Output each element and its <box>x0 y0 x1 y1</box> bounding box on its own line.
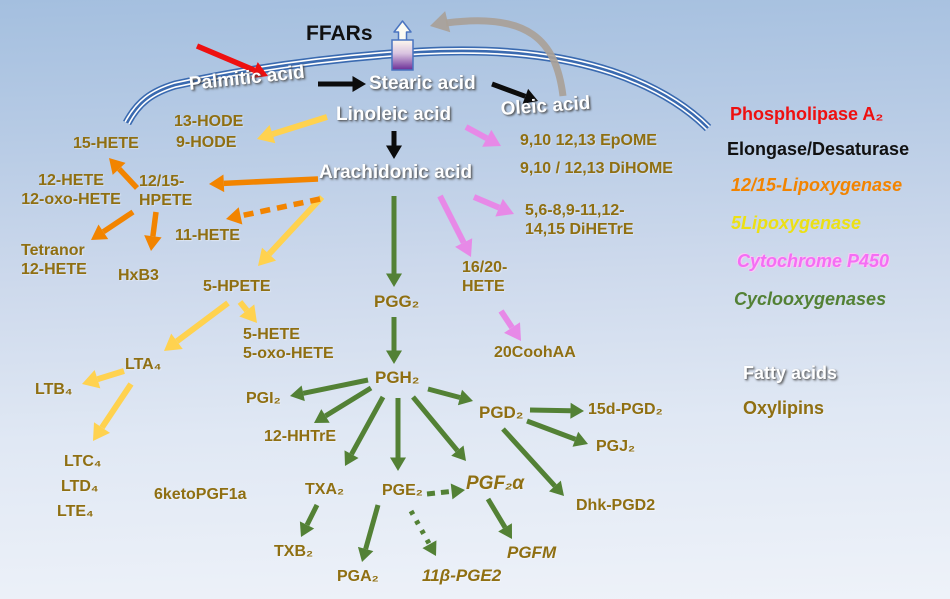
oleic-recycle-arrow <box>430 11 567 97</box>
green-arrow-21 <box>290 377 369 402</box>
yellow-arrow-7 <box>237 300 257 323</box>
ffar-channel-icon <box>391 20 414 71</box>
green-arrow-20 <box>386 317 402 364</box>
node-lta4: LTA₄ <box>125 356 162 373</box>
orange-arrow-10 <box>209 174 319 193</box>
node-stearic-acid: Stearic acid <box>369 73 476 94</box>
red-arrow-0 <box>195 43 268 79</box>
pink-arrow-15 <box>464 124 501 147</box>
yellow-arrow-4 <box>257 114 328 144</box>
node-arachidonic-acid: Arachidonic acid <box>319 162 473 183</box>
node-txa2: TXA₂ <box>305 481 345 498</box>
pink-arrow-18 <box>498 309 521 341</box>
orange-arrow-11 <box>226 196 321 225</box>
node-pgi2: PGI₂ <box>246 390 281 407</box>
node-oleic-acid: Oleic acid <box>500 92 592 120</box>
node-11-hete: 11-HETE <box>175 227 240 244</box>
yellow-arrow-6 <box>164 300 230 351</box>
node-5-hete-5-oxo-hete: 5-HETE 5-oxo-HETE <box>243 326 334 362</box>
node-15d-pgd2: 15d-PGD₂ <box>588 401 663 418</box>
cell-membrane <box>123 46 712 132</box>
node-ltc4: LTC₄ <box>64 453 102 470</box>
black-arrow-2 <box>491 81 538 104</box>
node-linoleic-acid: Linoleic acid <box>336 104 452 125</box>
green-arrow-34 <box>485 497 512 539</box>
green-arrow-31 <box>357 504 381 562</box>
node-13-hode: 13-HODE <box>174 113 244 130</box>
node-txb2: TXB₂ <box>274 543 314 560</box>
orange-arrow-12 <box>109 158 140 190</box>
node-dihome: 9,10 / 12,13 DiHOME <box>520 160 673 177</box>
node-ltd4: LTD₄ <box>61 478 99 495</box>
node-tetranor-12-hete: Tetranor 12-HETE <box>21 242 87 278</box>
green-arrow-33 <box>408 509 437 556</box>
legend-legend-cyclooxygenases: Cyclooxygenases <box>734 289 887 309</box>
green-arrow-29 <box>501 427 564 496</box>
node-pgfm: PGFM <box>507 543 557 562</box>
node-epome: 9,10 12,13 EpOME <box>520 132 657 149</box>
node-lte4: LTE₄ <box>57 503 94 520</box>
green-arrow-24 <box>390 398 406 471</box>
legend-legend-12-15-lipoxygenase: 12/15-Lipoxygenase <box>731 175 903 195</box>
node-12-15-hpete: 12/15- HPETE <box>139 173 193 209</box>
node-5-hpete: 5-HPETE <box>203 278 271 295</box>
green-arrow-22 <box>314 385 373 423</box>
green-arrow-19 <box>386 196 402 287</box>
green-arrow-23 <box>344 395 386 466</box>
node-dihetre: 5,6-8,9-11,12- 14,15 DiHETrE <box>525 202 634 238</box>
green-arrow-25 <box>411 395 466 461</box>
node-dhk-pgd2: Dhk-PGD2 <box>576 497 656 514</box>
node-12-hhtre: 12-HHTrE <box>264 428 337 445</box>
node-ffars-title: FFARs <box>306 22 373 45</box>
legend-legend-fatty-acids: Fatty acids <box>743 363 838 383</box>
green-arrow-27 <box>529 402 584 419</box>
green-arrow-28 <box>526 418 588 447</box>
legend-legend-oxylipins: Oxylipins <box>743 398 825 418</box>
yellow-arrow-5 <box>258 194 325 266</box>
green-arrow-32 <box>426 483 465 500</box>
legend-legend-cytochrome-p450: Cytochrome P450 <box>737 251 890 271</box>
node-pgd2: PGD₂ <box>479 403 524 422</box>
node-16-20-hete: 16/20- HETE <box>462 259 508 295</box>
green-arrow-26 <box>427 386 473 406</box>
node-6ketopgf1a: 6ketoPGF1a <box>154 486 247 503</box>
node-pga2: PGA₂ <box>337 568 379 585</box>
node-pgh2: PGH₂ <box>375 368 420 387</box>
node-12-hete-12-oxo-hete: 12-HETE 12-oxo-HETE <box>21 172 121 208</box>
node-hxb3: HxB3 <box>118 267 159 284</box>
orange-arrow-14 <box>144 211 162 251</box>
yellow-arrow-9 <box>93 382 134 441</box>
node-20coohaa: 20CoohAA <box>494 344 576 361</box>
legend-legend-phospholipase-a2: Phospholipase A₂ <box>730 104 884 124</box>
pink-arrow-16 <box>472 194 514 217</box>
node-11-beta-pge2: 11β-PGE2 <box>422 566 502 585</box>
orange-arrow-13 <box>91 209 135 240</box>
node-pgg2: PGG₂ <box>374 292 420 311</box>
node-ltb4: LTB₄ <box>35 381 73 398</box>
node-pgj2: PGJ₂ <box>596 438 636 455</box>
node-15-hete: 15-HETE <box>73 135 139 152</box>
node-palmitic-acid: Palmitic acid <box>188 61 306 95</box>
reaction-arrows <box>82 11 588 562</box>
node-pgf2-alpha: PGF₂α <box>466 473 525 494</box>
yellow-arrow-8 <box>82 368 125 389</box>
legend-legend-elongase-desaturase: Elongase/Desaturase <box>727 139 910 159</box>
node-9-hode: 9-HODE <box>176 134 237 151</box>
black-arrow-1 <box>318 76 366 92</box>
black-arrow-3 <box>386 131 402 159</box>
green-arrow-30 <box>299 503 320 537</box>
legend-legend-5-lipoxygenase: 5Lipoxygenase <box>731 213 862 233</box>
node-pge2: PGE₂ <box>382 482 423 499</box>
pink-arrow-17 <box>437 194 473 257</box>
